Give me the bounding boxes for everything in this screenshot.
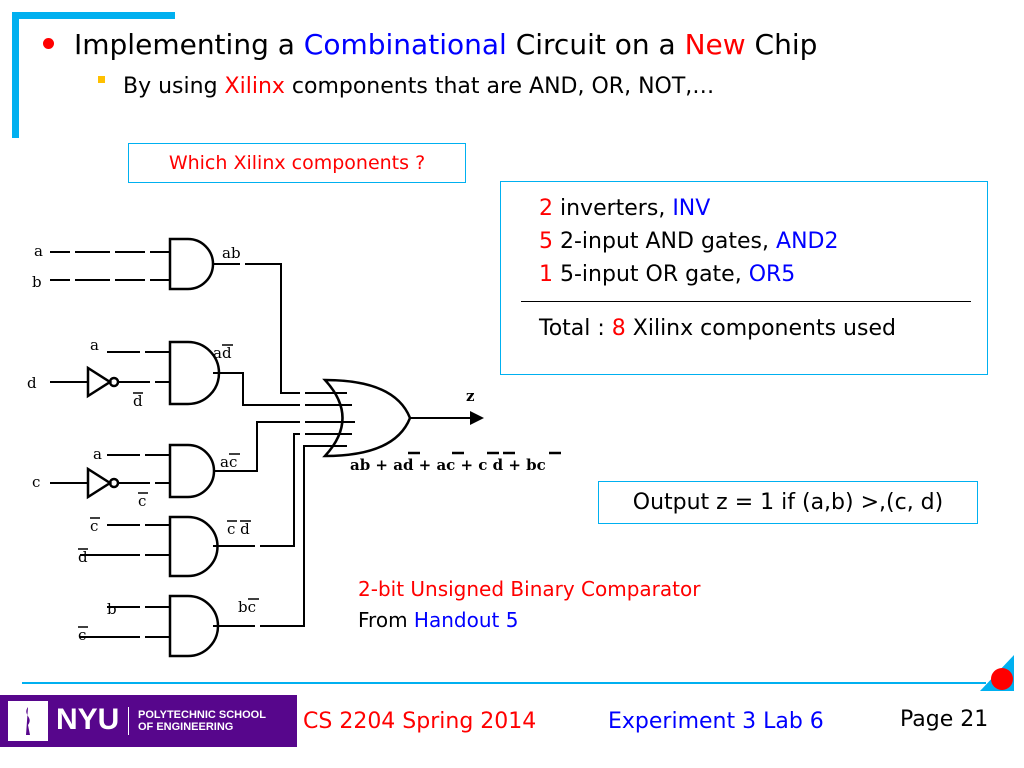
- footer-lab: Experiment 3 Lab 6: [608, 709, 824, 734]
- or5-component: OR5: [748, 262, 796, 287]
- inverter-c: [86, 466, 113, 500]
- term-label-0: ab: [222, 244, 241, 262]
- inv-component: INV: [672, 196, 711, 221]
- footer-page-number: Page 21: [900, 707, 989, 732]
- summary-line-inv: 2 inverters, INV: [539, 196, 710, 221]
- or5-text: 5-input OR gate,: [553, 262, 749, 287]
- inv-count: 2: [539, 196, 553, 221]
- wire-term-ab: [213, 263, 347, 394]
- footer-divider: [22, 682, 986, 684]
- and-gate-ad: [168, 340, 221, 406]
- corner-logo-icon: [980, 655, 1014, 691]
- bullet2-text-b: components that are AND, OR, NOT,…: [284, 74, 715, 99]
- input-label-3: d: [27, 374, 37, 392]
- output-condition-box: Output z = 1 if (a,b) >,(c, d): [598, 481, 978, 524]
- wire-dash-long: [140, 262, 305, 639]
- question-box: Which Xilinx components ?: [128, 143, 466, 183]
- caption-from: From: [358, 608, 414, 632]
- bullet2-xilinx: Xilinx: [224, 74, 285, 99]
- accent-bar-horizontal: [12, 12, 175, 19]
- bullet-level2: By using Xilinx components that are AND,…: [98, 74, 714, 99]
- input-label-8: c: [90, 517, 98, 535]
- inverter-c-bubble: [108, 477, 120, 489]
- wire-term-ac: [213, 421, 355, 472]
- output-label-z: z: [466, 387, 475, 405]
- inverter-d: [86, 365, 113, 399]
- accent-bar-vertical: [12, 12, 19, 138]
- input-label-9: d: [78, 548, 88, 566]
- and-gate-ab: [168, 237, 215, 291]
- term-label-1: ad: [213, 344, 232, 362]
- input-label-2: a: [90, 336, 99, 354]
- nyu-brand: NYU: [56, 703, 120, 736]
- and2-text: 2-input AND gates,: [553, 229, 777, 254]
- and2-component: AND2: [776, 229, 839, 254]
- sop-expression: ab + ad + ac + c d + bc: [350, 456, 546, 474]
- bullet2-text-a: By using: [123, 74, 225, 99]
- and-gate-cd: [168, 515, 219, 578]
- school-name: POLYTECHNIC SCHOOL OF ENGINEERING: [138, 709, 266, 733]
- caption-source: From Handout 5: [358, 608, 518, 632]
- summary-line-and2: 5 2-input AND gates, AND2: [539, 229, 838, 254]
- inv-text: inverters,: [553, 196, 673, 221]
- footer-course: CS 2204 Spring 2014: [303, 709, 537, 734]
- term-label-4: bc: [238, 598, 256, 616]
- bullet-dot-icon: [43, 37, 54, 49]
- inverter-d-bubble: [108, 376, 120, 388]
- components-summary-box: 2 inverters, INV 5 2-input AND gates, AN…: [500, 181, 988, 375]
- bullet1-text-a: Implementing a: [74, 28, 304, 61]
- bullet1-text-c: Chip: [745, 28, 818, 61]
- school-line1: POLYTECHNIC SCHOOL: [138, 709, 266, 721]
- summary-line-or5: 1 5-input OR gate, OR5: [539, 262, 795, 287]
- nyu-footer-logo: NYU POLYTECHNIC SCHOOL OF ENGINEERING: [0, 695, 297, 747]
- nyu-torch-icon: [8, 701, 48, 741]
- school-line2: OF ENGINEERING: [138, 721, 234, 733]
- term-label-2: ac: [220, 453, 237, 471]
- caption-comparator: 2-bit Unsigned Binary Comparator: [358, 577, 701, 601]
- input-label-10: b: [107, 600, 117, 618]
- caption-handout: Handout 5: [413, 608, 519, 632]
- and2-count: 5: [539, 229, 553, 254]
- or5-count: 1: [539, 262, 553, 287]
- nyu-divider: [128, 707, 129, 735]
- input-label-11: c: [78, 626, 86, 644]
- input-label-1: b: [32, 273, 42, 291]
- and-gate-bc: [168, 594, 220, 658]
- term-label-3: c d: [227, 520, 250, 538]
- bullet1-text-b: Circuit on a: [506, 28, 685, 61]
- summary-total: Total : 8 Xilinx components used: [539, 316, 896, 341]
- bullet-square-icon: [98, 75, 105, 83]
- input-label-0: a: [34, 242, 43, 260]
- summary-divider: [521, 301, 971, 302]
- wire-term-ad: [213, 372, 352, 406]
- or-gate-5input: [322, 378, 412, 458]
- bullet1-combinational: Combinational: [303, 28, 507, 61]
- total-post: Xilinx components used: [625, 316, 896, 341]
- total-count: 8: [611, 316, 626, 341]
- input-label-5: a: [93, 445, 102, 463]
- wire-term-cd: [213, 433, 352, 547]
- bullet-level1: Implementing a Combinational Circuit on …: [43, 28, 817, 61]
- input-label-7: c: [138, 492, 146, 510]
- output-arrow-icon: [470, 411, 484, 425]
- bullet1-new: New: [684, 28, 746, 61]
- and-gate-ac: [168, 443, 216, 499]
- input-label-4: d: [133, 392, 143, 410]
- input-label-6: c: [32, 473, 40, 491]
- total-pre: Total :: [539, 316, 612, 341]
